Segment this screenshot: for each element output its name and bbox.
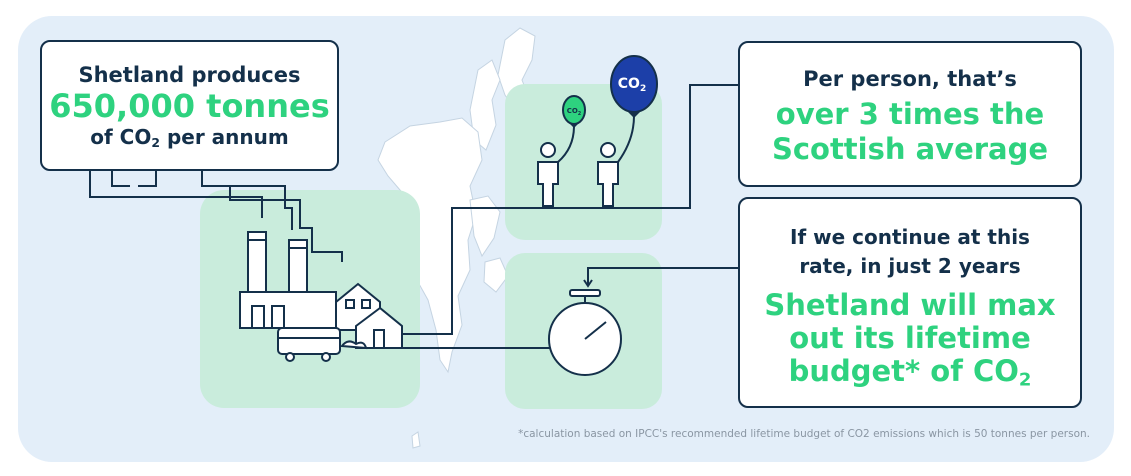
connector-lines	[89, 84, 738, 349]
bus-icon	[277, 327, 368, 362]
budget-intro-line1: If we continue at this	[790, 225, 1030, 249]
callout-per-person: Per person, that’s over 3 times the Scot…	[738, 41, 1082, 187]
production-intro: Shetland produces	[78, 63, 301, 87]
svg-text:CO2: CO2	[618, 76, 646, 94]
callout-budget: If we continue at this rate, in just 2 y…	[738, 197, 1082, 408]
factory-icon	[239, 231, 337, 329]
production-unit: of CO2 per annum	[90, 125, 289, 151]
budget-highlight-line2: out its lifetime	[789, 321, 1031, 355]
budget-highlight: Shetland will max out its lifetime budge…	[740, 288, 1080, 391]
balloon-small-label: CO	[567, 107, 578, 115]
production-amount: 650,000 tonnes	[49, 87, 330, 125]
per-person-intro: Per person, that’s	[803, 67, 1017, 91]
per-person-highlight: over 3 times the Scottish average	[740, 97, 1080, 167]
person-icon	[537, 142, 619, 207]
callout-production: Shetland produces 650,000 tonnes of CO2 …	[40, 40, 339, 171]
balloon-large-label: CO	[618, 76, 640, 92]
stopwatch-icon	[548, 289, 622, 376]
per-person-highlight-line2: Scottish average	[771, 132, 1049, 166]
budget-intro-line2: rate, in just 2 years	[799, 254, 1021, 278]
svg-text:CO2: CO2	[567, 107, 582, 117]
budget-highlight-line1: Shetland will max	[764, 288, 1056, 322]
balloon-large-sub: 2	[640, 84, 646, 94]
balloon-string	[557, 115, 635, 163]
balloon-icon: CO2 CO2	[562, 55, 658, 128]
budget-intro: If we continue at this rate, in just 2 y…	[740, 223, 1080, 281]
per-person-highlight-line1: over 3 times the	[775, 97, 1045, 131]
footnote: *calculation based on IPCC's recommended…	[518, 428, 1090, 440]
budget-highlight-line3: budget* of CO2	[788, 354, 1032, 391]
balloon-small-sub: 2	[578, 111, 582, 117]
